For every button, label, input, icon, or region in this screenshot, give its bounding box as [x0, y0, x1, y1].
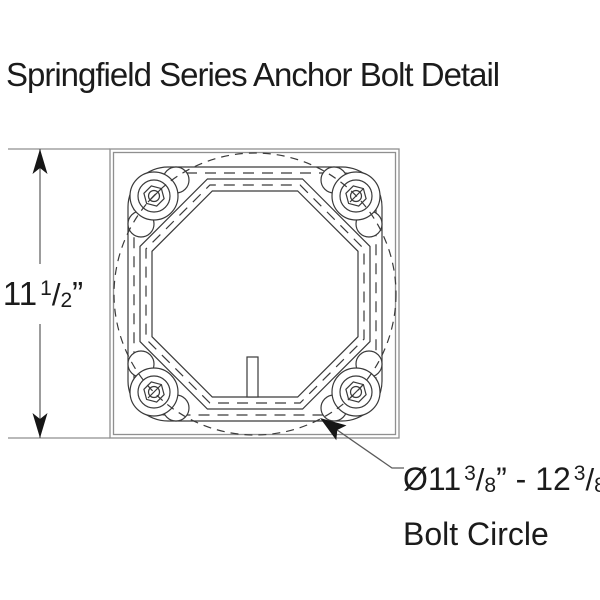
- dimension-unit: ”: [72, 275, 84, 312]
- bolt-shank-circle: [147, 385, 161, 399]
- casting-rings: [127, 166, 383, 422]
- bolt-note-fraction-1: 3/8: [464, 462, 497, 497]
- bolt-circle-note-line2: Bolt Circle: [403, 516, 549, 552]
- dimension-value: 11: [2, 275, 38, 312]
- anchor-bolt-bottom-right: [331, 367, 381, 417]
- leader-arrowhead-icon: [320, 418, 347, 441]
- bolt-slash: [147, 384, 162, 399]
- bolt-shank-circle: [147, 189, 161, 203]
- octagon-ring-dashed-2: [145, 184, 365, 404]
- bolt-boss-circle: [137, 375, 171, 409]
- anchor-bolts: [129, 171, 381, 417]
- bolt-boss-circle: [137, 179, 171, 213]
- dimension-extension-lines: [8, 148, 110, 439]
- leader-line: [334, 427, 404, 469]
- hex-nut-icon: [143, 381, 165, 403]
- bolt-note-fraction-2: 3/8: [573, 462, 600, 497]
- bolt-circle-dashed: [113, 152, 397, 436]
- bolt-circle-leader: [320, 418, 404, 469]
- bolt-boss-circle: [339, 375, 373, 409]
- center-tab: [246, 356, 259, 398]
- page-title: Springfield Series Anchor Bolt Detail: [6, 56, 500, 93]
- bolt-boss-circle: [339, 179, 373, 213]
- bolt-shank-circle: [349, 385, 363, 399]
- dimension-fraction: 1/2: [40, 277, 73, 312]
- hex-nut-icon: [345, 185, 367, 207]
- bolt-shank-circle: [349, 189, 363, 203]
- anchor-bolt-bottom-left: [129, 367, 179, 417]
- base-plate-outer-edge: [109, 148, 400, 439]
- dimension-arrow-up-icon: [32, 149, 48, 174]
- casting-ring-outer: [127, 166, 383, 422]
- octagon-ring-inner: [151, 190, 359, 398]
- dimension-arrow-down-icon: [32, 413, 48, 438]
- octagon-ring-solid-1: [139, 178, 371, 410]
